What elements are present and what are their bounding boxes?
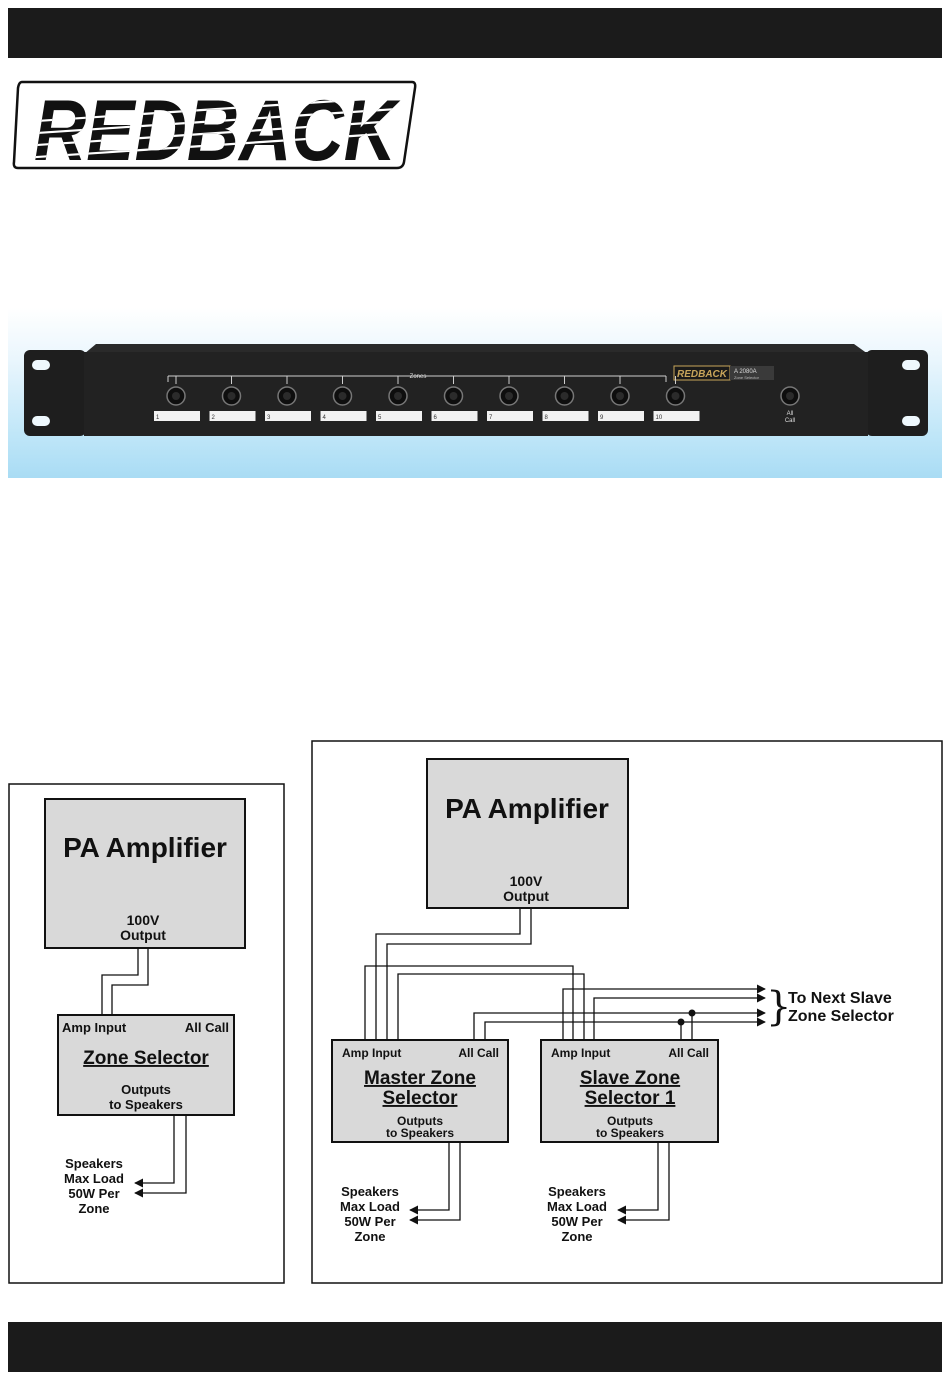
amp-output-wires — [364, 908, 766, 1040]
outputs-label: Outputs — [121, 1082, 171, 1097]
amp-to-selector-wires — [101, 948, 149, 1015]
all-call-label: All Call — [185, 1020, 229, 1035]
amplifier-output-label: Output — [503, 888, 549, 904]
speakers-label: 50W Per — [344, 1214, 395, 1229]
redback-logo: REDBACK REDBACK — [12, 80, 417, 174]
badge-logo: REDBACK — [677, 369, 728, 380]
outputs-label: to Speakers — [109, 1097, 183, 1112]
zone-number: 9 — [600, 415, 604, 421]
next-slave-label: To Next Slave — [788, 990, 892, 1007]
outputs-label: Outputs — [397, 1114, 443, 1128]
speakers-label: Speakers — [65, 1156, 123, 1171]
master-speaker-wires — [409, 1142, 461, 1225]
speakers-label: 50W Per — [551, 1214, 602, 1229]
zone-label-strip — [431, 411, 478, 421]
zone-label-strip — [487, 411, 533, 421]
zone-label-strip — [320, 411, 367, 421]
junction-dot — [688, 1009, 696, 1017]
product-photo-band: Zones REDBACK A 2080A Zone Selector 1 2 3 4… — [8, 308, 942, 478]
all-call-label: All — [787, 411, 794, 417]
rack-hole-icon — [902, 416, 920, 426]
speakers-label: Speakers — [548, 1184, 606, 1199]
zone-label-strip — [265, 411, 311, 421]
zone-number: 1 — [156, 415, 160, 421]
zone-label-strip — [376, 411, 422, 421]
amplifier-output-label: 100V — [510, 873, 543, 889]
top-bar — [8, 8, 942, 58]
rack-hole-icon — [32, 416, 50, 426]
outputs-label: Outputs — [607, 1114, 653, 1128]
outputs-label: to Speakers — [386, 1126, 454, 1140]
right-rack-ear — [866, 350, 928, 436]
outputs-label: to Speakers — [596, 1126, 664, 1140]
zone-number: 8 — [545, 415, 549, 421]
zone-selector-box — [57, 1014, 235, 1116]
all-call-label: Call — [785, 418, 795, 424]
amp-input-label: Amp Input — [342, 1046, 401, 1060]
amp-input-label: Amp Input — [551, 1046, 610, 1060]
master-zone-selector-box — [331, 1039, 509, 1143]
zone-number: 5 — [378, 415, 382, 421]
model-plate — [730, 366, 774, 380]
speakers-label: Max Load — [64, 1171, 124, 1186]
slave-title: Selector 1 — [585, 1088, 676, 1109]
zone-label-strip — [542, 411, 589, 421]
bottom-bar — [8, 1322, 942, 1372]
junction-dot — [677, 1018, 685, 1026]
slave-title: Slave Zone — [580, 1068, 680, 1089]
amplifier-output-label: Output — [120, 927, 166, 943]
all-call-label: All Call — [668, 1046, 709, 1060]
zone-number: 6 — [434, 415, 438, 421]
all-call-label: All Call — [458, 1046, 499, 1060]
zone-number: 2 — [212, 415, 216, 421]
rack-hole-icon — [32, 360, 50, 370]
brace-icon: } — [766, 984, 791, 1030]
amplifier-title: PA Amplifier — [445, 793, 609, 824]
amplifier-output-label: 100V — [127, 912, 160, 928]
zone-label-strip — [154, 411, 200, 421]
zone-number: 7 — [489, 415, 493, 421]
next-slave-label: Zone Selector — [788, 1008, 894, 1025]
slave-zone-selector-box — [540, 1039, 719, 1143]
rack-hole-icon — [902, 360, 920, 370]
model-sub-text: Zone Selector — [734, 375, 760, 380]
zones-label: Zones — [410, 374, 427, 380]
speakers-label: Zone — [354, 1229, 385, 1244]
zone-selector-title: Zone Selector — [83, 1048, 209, 1069]
zone-label-strip — [653, 411, 700, 421]
pa-amplifier-box — [426, 758, 629, 909]
amplifier-title: PA Amplifier — [63, 832, 227, 863]
zone-label-strip — [598, 411, 644, 421]
amp-input-label: Amp Input — [62, 1020, 127, 1035]
speaker-wires — [134, 1115, 187, 1198]
zone-label-strip — [209, 411, 256, 421]
zone-number: 4 — [323, 415, 327, 421]
speakers-label: Max Load — [547, 1199, 607, 1214]
speakers-label: Max Load — [340, 1199, 400, 1214]
slave-speaker-wires — [617, 1142, 670, 1225]
zone-selector-unit: Zones REDBACK A 2080A Zone Selector 1 2 3 4… — [24, 344, 928, 436]
master-title: Selector — [383, 1088, 459, 1109]
zone-number: 10 — [656, 415, 663, 421]
pa-amplifier-box — [44, 798, 246, 949]
speakers-label: Zone — [561, 1229, 592, 1244]
speakers-label: Speakers — [341, 1184, 399, 1199]
zone-number: 3 — [267, 415, 271, 421]
left-rack-ear — [24, 350, 86, 436]
model-text: A 2080A — [734, 369, 757, 375]
speakers-label: Zone — [78, 1201, 109, 1216]
master-title: Master Zone — [364, 1068, 476, 1089]
speakers-label: 50W Per — [68, 1186, 119, 1201]
